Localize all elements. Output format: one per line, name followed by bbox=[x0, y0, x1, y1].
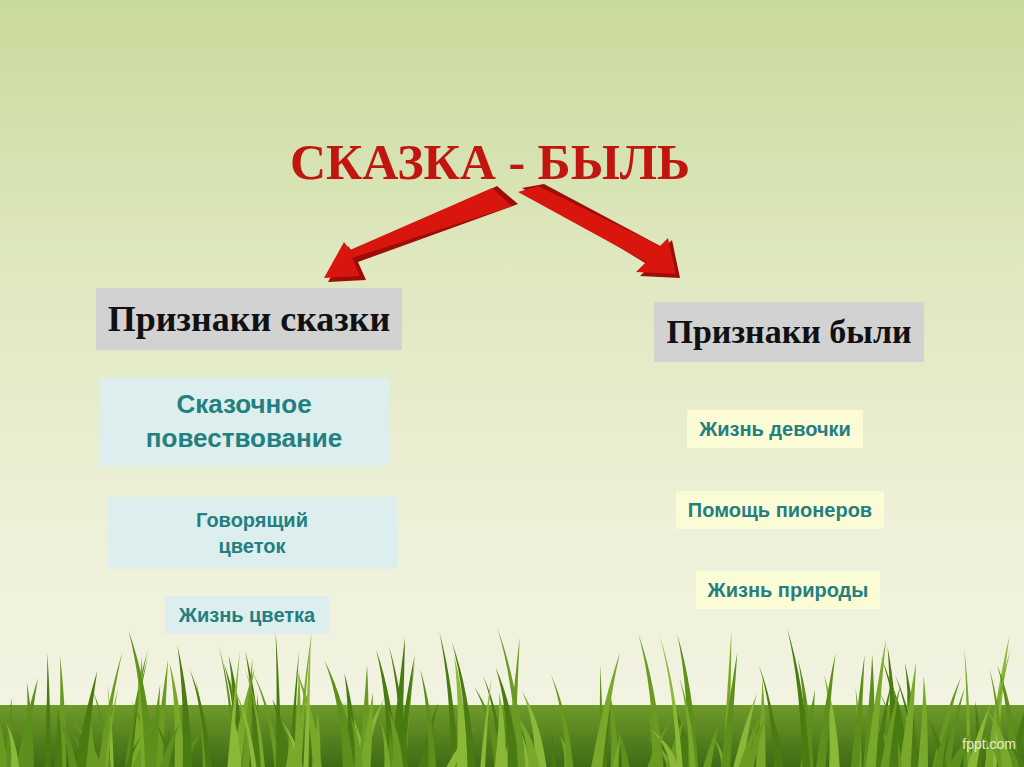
grass-blade bbox=[388, 710, 403, 767]
grass-blade bbox=[677, 635, 698, 767]
grass-blade bbox=[177, 645, 192, 767]
feature-box: Жизнь цветка bbox=[165, 596, 329, 634]
grass-blade bbox=[190, 669, 212, 767]
grass-blade bbox=[25, 682, 33, 767]
grass-blade bbox=[613, 724, 629, 767]
grass-blade bbox=[638, 634, 663, 767]
box-text: Признаки сказки bbox=[108, 296, 391, 343]
grass-blade bbox=[380, 721, 390, 767]
grass-blade bbox=[276, 631, 282, 767]
grass-blade bbox=[880, 684, 900, 767]
box-text: Жизнь девочки bbox=[699, 416, 851, 442]
grass-blade bbox=[148, 685, 160, 767]
feature-box: Жизнь девочки bbox=[687, 410, 863, 448]
grass-blade bbox=[245, 669, 265, 767]
grass-blade bbox=[98, 651, 123, 767]
grass-blade bbox=[452, 642, 476, 767]
grass-blade bbox=[745, 707, 771, 767]
grass-blade bbox=[125, 735, 142, 767]
grass-blade bbox=[551, 675, 573, 767]
grass-blade bbox=[933, 724, 948, 767]
grass-blade bbox=[56, 713, 77, 767]
feature-box: Говорящий цветок bbox=[108, 497, 397, 569]
grass-blade bbox=[230, 712, 241, 767]
title: СКАЗКА - БЫЛЬ bbox=[290, 133, 690, 191]
red-arrow-right bbox=[518, 186, 676, 274]
grass-blade bbox=[0, 702, 7, 767]
grass-blade bbox=[74, 671, 97, 767]
grass-blade bbox=[816, 653, 836, 767]
grass-blade bbox=[439, 632, 458, 767]
grass-blade bbox=[360, 693, 373, 767]
grass-blade bbox=[721, 652, 738, 767]
grass-blade bbox=[866, 639, 886, 767]
grass-blade bbox=[45, 653, 51, 767]
watermark: fppt.com bbox=[962, 736, 1016, 752]
category-header: Признаки были bbox=[654, 302, 923, 362]
feature-box: Жизнь природы bbox=[696, 571, 881, 609]
red-arrow-left bbox=[324, 188, 512, 278]
feature-box: Помощь пионеров bbox=[676, 491, 884, 529]
grass-blade bbox=[771, 714, 784, 767]
grass-blade bbox=[739, 707, 767, 767]
grass-blade bbox=[159, 722, 180, 767]
grass-blade bbox=[679, 677, 695, 767]
grass-blade bbox=[787, 628, 810, 767]
grass-blade bbox=[918, 676, 928, 767]
category-header: Признаки сказки bbox=[96, 288, 403, 351]
box-text: Жизнь цветка bbox=[179, 602, 315, 628]
box-text: Сказочное повествование bbox=[124, 388, 364, 456]
grass-blades bbox=[0, 628, 1024, 767]
feature-box: Сказочное повествование bbox=[100, 378, 389, 466]
box-text: Признаки были bbox=[666, 310, 911, 354]
grass-blade bbox=[16, 678, 38, 767]
grass-blade bbox=[551, 731, 556, 767]
grass-blade bbox=[495, 692, 507, 767]
grass-blade bbox=[851, 655, 865, 767]
grass-blade bbox=[324, 660, 353, 767]
box-text: Помощь пионеров bbox=[688, 497, 872, 523]
grass-blade bbox=[591, 652, 620, 767]
box-text: Жизнь природы bbox=[708, 577, 869, 603]
grass-blade bbox=[648, 716, 674, 767]
box-text: Говорящий цветок bbox=[182, 507, 322, 559]
grass-blade bbox=[480, 678, 491, 767]
grass-blade bbox=[420, 669, 436, 767]
grass-blade bbox=[497, 628, 525, 767]
grass-blade bbox=[899, 662, 916, 767]
grass-blade bbox=[135, 654, 145, 767]
grass-blade bbox=[703, 724, 719, 767]
grass-blade bbox=[660, 636, 683, 767]
grass-blade bbox=[128, 630, 154, 767]
grass-blade bbox=[6, 723, 19, 767]
grass-blade bbox=[613, 734, 621, 767]
grass-blade bbox=[293, 669, 301, 767]
